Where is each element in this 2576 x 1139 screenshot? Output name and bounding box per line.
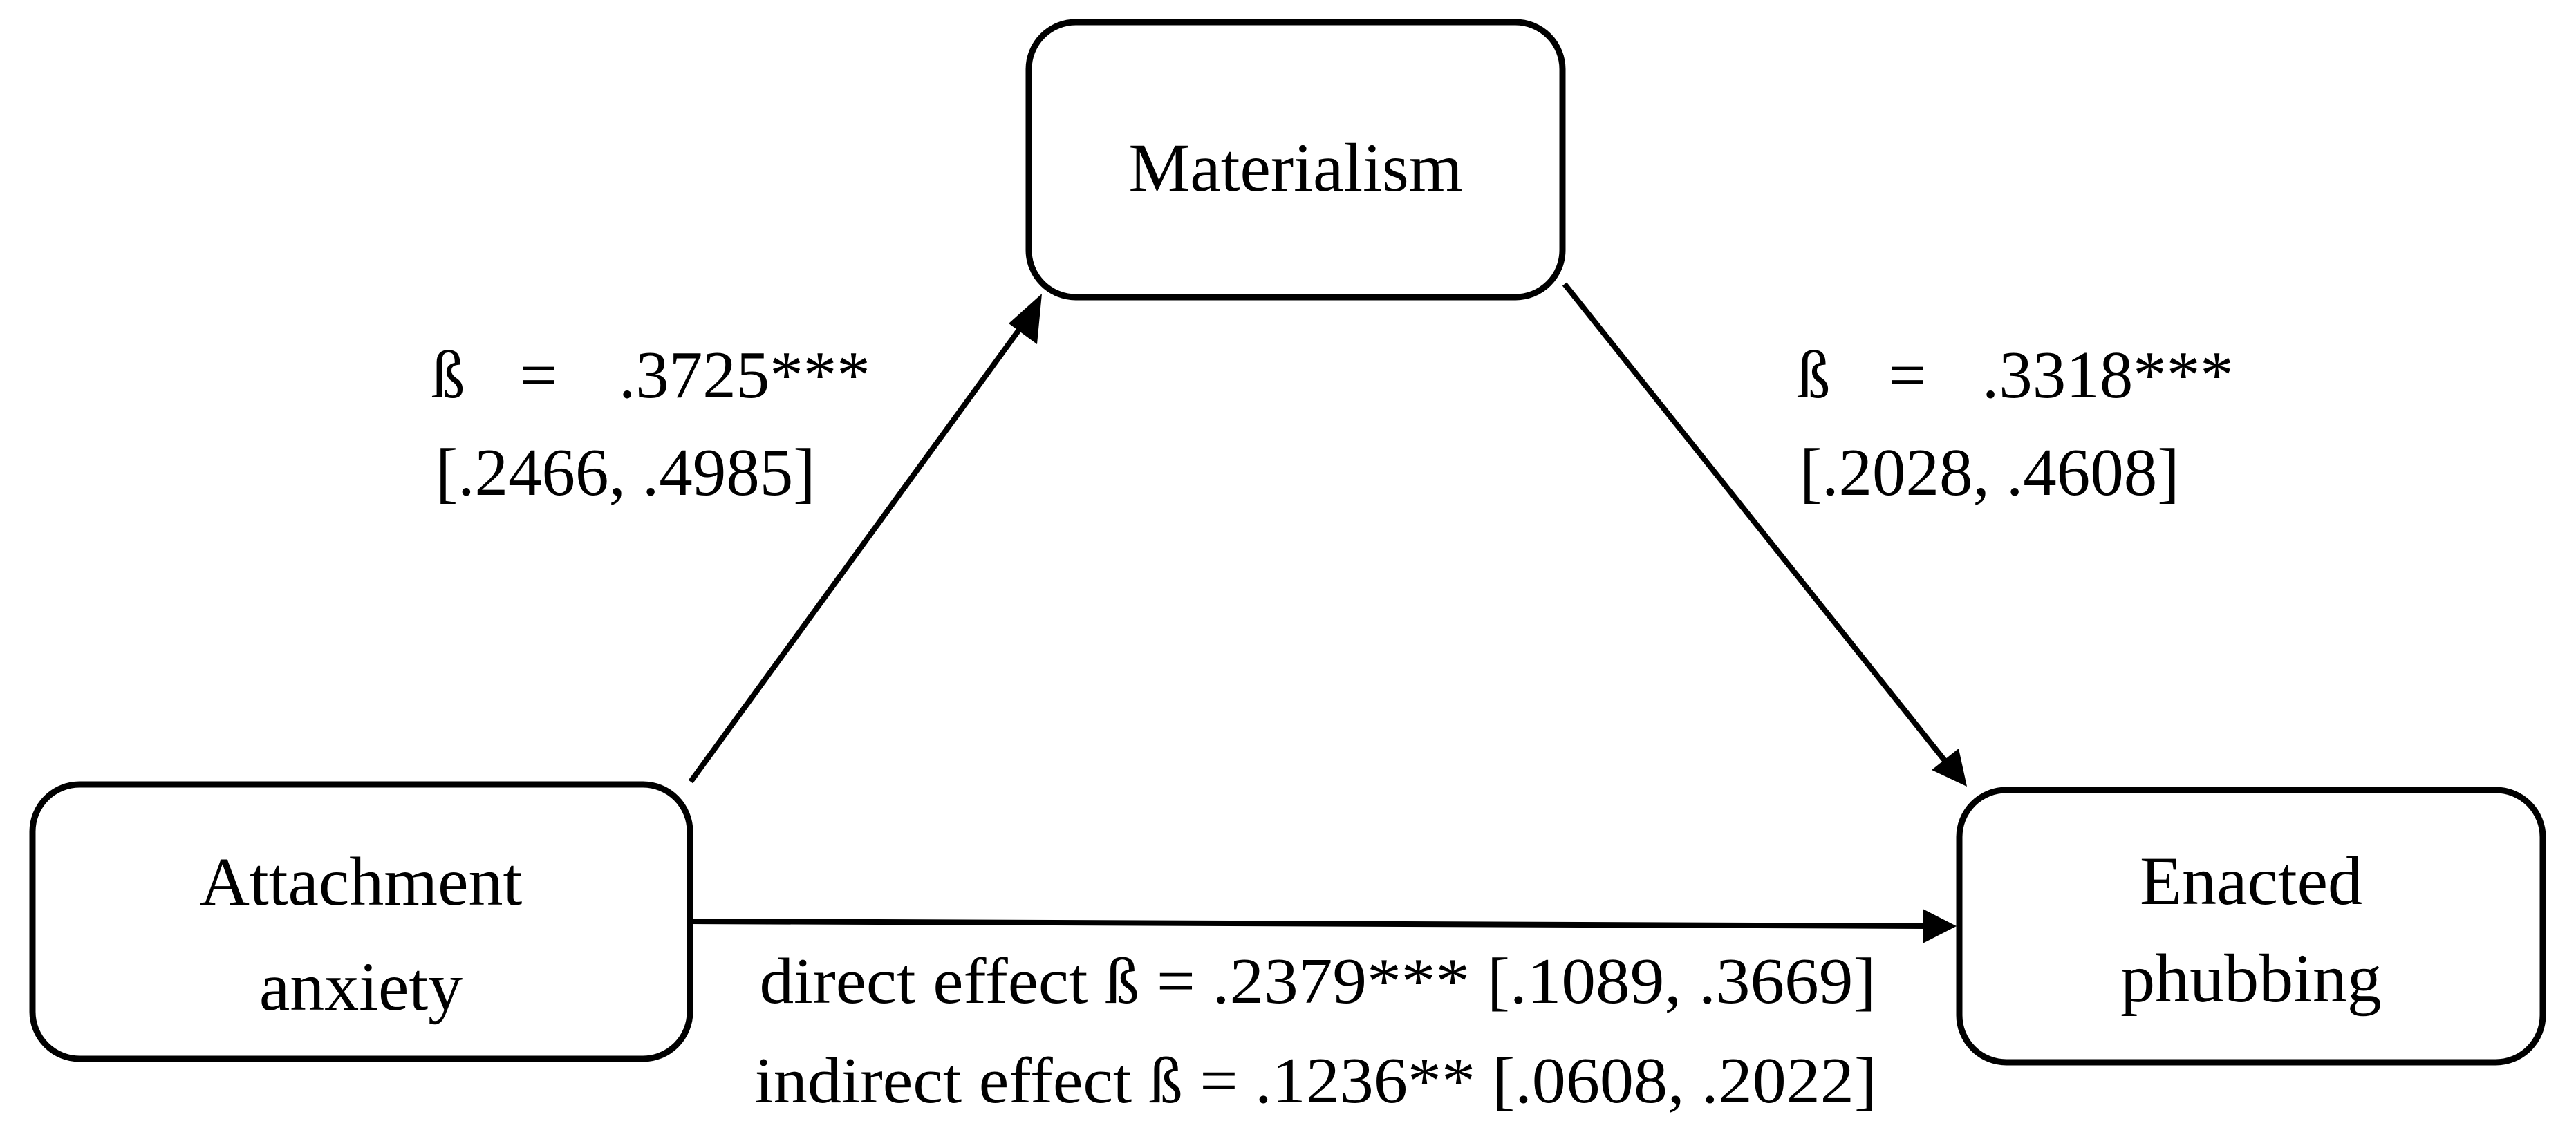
a-beta-value: .3725***: [619, 338, 870, 412]
b-equals: =: [1889, 338, 1927, 412]
node-box-attachment-anxiety: [29, 781, 693, 1062]
arrowhead-b-icon: [1932, 749, 1967, 787]
b-confidence-interval: [.2028, .4608]: [1800, 435, 2180, 509]
arrowhead-c-icon: [1923, 909, 1957, 943]
node-attachment-anxiety: Attachment anxiety: [29, 781, 693, 1062]
node-box-enacted-phubbing: [1956, 787, 2546, 1066]
node-label-materialism: Materialism: [1128, 129, 1462, 206]
a-beta-symbol: ß: [431, 338, 465, 412]
edge-a-path: [688, 294, 1042, 784]
a-equals: =: [520, 338, 558, 412]
node-label-attachment-line1: Attachment: [200, 843, 523, 920]
edge-c-path: [691, 909, 1957, 943]
arrowhead-a-icon: [1009, 294, 1042, 344]
node-label-enacted-line2: phubbing: [2120, 940, 2382, 1017]
edge-b-path: [1562, 282, 1967, 787]
a-confidence-interval: [.2466, .4985]: [436, 435, 816, 509]
node-label-enacted-line1: Enacted: [2140, 843, 2362, 919]
label-a-path: ß = .3725*** [.2466, .4985]: [431, 338, 870, 509]
node-box-materialism: [1025, 19, 1566, 301]
label-effects: direct effect ß = .2379*** [.1089, .3669…: [755, 945, 1877, 1117]
indirect-effect-label: indirect effect ß = .1236** [.0608, .202…: [755, 1045, 1877, 1117]
b-beta-symbol: ß: [1797, 338, 1831, 412]
label-b-path: ß = .3318*** [.2028, .4608]: [1797, 338, 2234, 509]
b-beta-value: .3318***: [1982, 338, 2234, 412]
edge-line-c: [691, 919, 1927, 929]
node-label-attachment-line2: anxiety: [259, 948, 463, 1025]
edge-line-a: [688, 317, 1029, 784]
edge-line-b: [1562, 282, 1949, 764]
node-enacted-phubbing: Enacted phubbing: [1956, 787, 2546, 1066]
direct-effect-label: direct effect ß = .2379*** [.1089, .3669…: [760, 945, 1876, 1017]
node-materialism: Materialism: [1025, 19, 1566, 301]
